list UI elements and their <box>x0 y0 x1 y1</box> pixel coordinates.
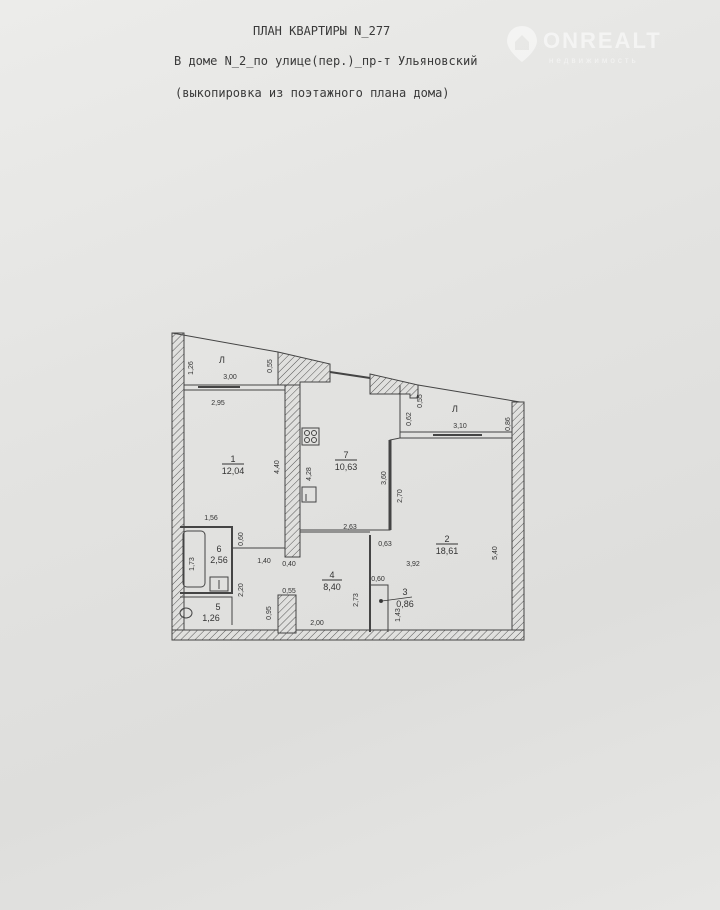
document-title: ПЛАН КВАРТИРЫ N_277 <box>253 24 391 38</box>
dim-r6-w: 1,56 <box>204 515 218 522</box>
room-1-area: 12,04 <box>222 466 245 476</box>
dim-hall-b: 0,40 <box>282 561 296 568</box>
dim-r2-c: 0,63 <box>378 541 392 548</box>
balcony-1-label: Л <box>219 355 225 365</box>
stove-icon <box>301 427 320 446</box>
dim-r2-a: 2,70 <box>397 489 404 503</box>
dim-hall-d: 0,95 <box>266 606 273 620</box>
wall-bottom <box>171 629 525 641</box>
toilet-icon <box>179 607 193 619</box>
room-1-number: 1 <box>230 454 235 464</box>
dim-b2-a: 0,62 <box>406 412 413 426</box>
dim-r3-h: 1,43 <box>395 608 402 622</box>
kitchen-sink-icon <box>301 486 317 503</box>
room-3-area: 0,86 <box>396 599 414 609</box>
room-3-number: 3 <box>402 587 407 597</box>
wall-right <box>511 401 525 641</box>
dim-b2-c: 0,86 <box>505 417 512 431</box>
dim-r6-h: 1,73 <box>189 557 196 571</box>
dim-r1-h: 4,40 <box>274 460 281 474</box>
dim-r1-w: 2,95 <box>211 400 225 407</box>
window <box>329 371 371 379</box>
room-2-number: 2 <box>444 534 449 544</box>
watermark-subtitle: недвижимость <box>549 56 639 65</box>
dim-r4-w: 2,00 <box>310 620 324 627</box>
room-4-area: 8,40 <box>323 582 341 592</box>
sink-icon <box>209 576 229 592</box>
dim-hall-c: 0,55 <box>282 588 296 595</box>
dim-r6-a: 0,60 <box>238 532 245 546</box>
watermark-brand: ONREALT <box>543 28 662 53</box>
bathtub-icon <box>182 530 206 588</box>
dim-r4-h: 2,73 <box>353 593 360 607</box>
balcony-2-label: Л <box>452 404 458 414</box>
dim-b2-len: 3,10 <box>453 423 467 430</box>
dim-hall-a: 1,40 <box>257 558 271 565</box>
document-note: (выкопировка из поэтажного плана дома) <box>175 86 450 100</box>
room-5-area: 1,26 <box>202 613 220 623</box>
wall-bottom-stub <box>277 594 297 634</box>
dim-b2-b: 0,55 <box>417 394 424 408</box>
room-7-number: 7 <box>343 450 348 460</box>
room-4-number: 4 <box>329 570 334 580</box>
wall-1-7 <box>284 384 301 558</box>
room-6-area: 2,56 <box>210 555 228 565</box>
house-pin-icon <box>507 26 537 62</box>
dim-b1-w: 1,26 <box>188 361 195 375</box>
room-6-number: 6 <box>216 544 221 554</box>
dim-r7-h2: 3,60 <box>381 471 388 485</box>
dim-r2-b: 3,92 <box>406 561 420 568</box>
room-5-number: 5 <box>215 602 220 612</box>
wall-top-block-1 <box>277 351 331 391</box>
wall-top-block-2 <box>369 373 419 399</box>
dim-b1-len: 3,00 <box>223 374 237 381</box>
dim-r4-a: 0,60 <box>371 576 385 583</box>
dim-r6-b: 2,20 <box>238 583 245 597</box>
room-7-area: 10,63 <box>335 462 358 472</box>
dim-r7-w: 2,63 <box>343 524 357 531</box>
document-address: В доме N_2_по улице(пер.)_пр-т Ульяновск… <box>174 54 478 68</box>
room-2-area: 18,61 <box>436 546 459 556</box>
dim-r2-h: 5,40 <box>492 546 499 560</box>
dim-r7-h: 4,28 <box>306 467 313 481</box>
dim-b1-side: 0,55 <box>267 359 274 373</box>
